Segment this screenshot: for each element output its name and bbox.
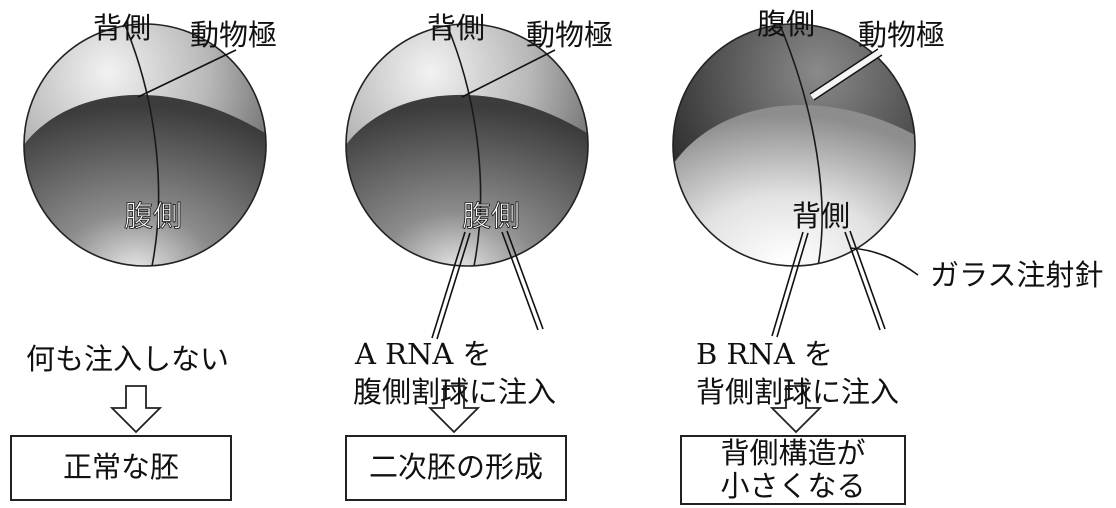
result-box-2: 二次胚の形成 <box>345 435 567 501</box>
result-box-1: 正常な胚 <box>10 435 232 501</box>
down-arrow-3 <box>769 385 823 434</box>
top-label-3: 腹側 <box>757 7 816 41</box>
glass-needle-2 <box>431 230 544 340</box>
result-text-3: 背側構造が 小さくなる <box>720 435 866 503</box>
pole-label-2: 動物極 <box>526 18 614 52</box>
treatment-2-line-1: A RNA を <box>355 337 492 371</box>
top-label-1: 背側 <box>93 11 152 45</box>
pole-label-3: 動物極 <box>858 18 946 52</box>
down-arrow-1 <box>109 385 163 434</box>
center-label-2: 腹側 <box>462 199 521 233</box>
needle-label: ガラス注射針 <box>930 258 1104 292</box>
down-arrow-2 <box>427 385 481 434</box>
result-text-1: 正常な胚 <box>62 450 179 485</box>
treatment-3-line-2: 背側割球に注入 <box>696 375 900 409</box>
result-text-2: 二次胚の形成 <box>368 450 543 485</box>
result-box-3: 背側構造が 小さくなる <box>680 435 906 505</box>
pole-label-1: 動物極 <box>190 18 278 52</box>
center-label-1: 腹側 <box>124 199 183 233</box>
center-label-3: 背側 <box>792 199 851 233</box>
embryo-1 <box>23 23 267 267</box>
embryo-2 <box>345 23 589 340</box>
treatment-1-line-1: 何も注入しない <box>26 342 230 376</box>
treatment-3-line-1: B RNA を <box>696 337 833 371</box>
embryo-3 <box>672 23 919 338</box>
treatment-2-line-2: 腹側割球に注入 <box>353 375 557 409</box>
top-label-2: 背側 <box>427 11 486 45</box>
